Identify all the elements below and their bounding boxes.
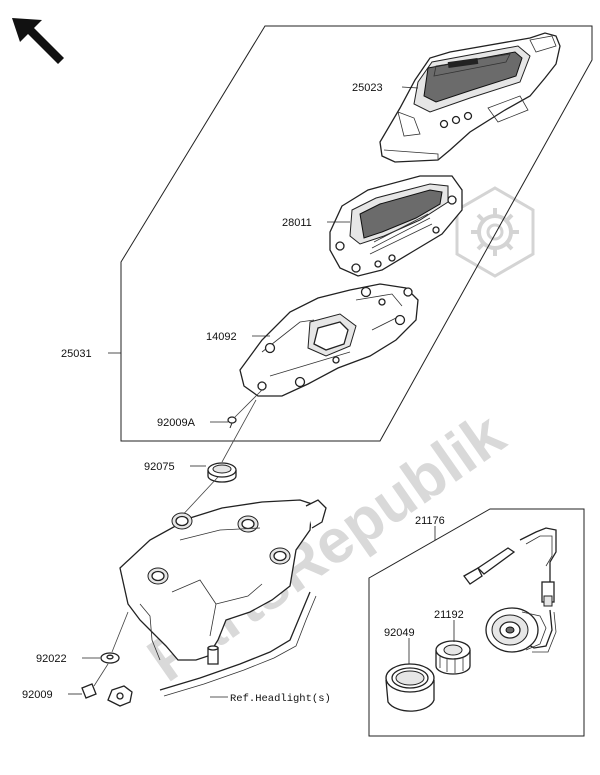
assembly-outline-21176 xyxy=(368,508,585,737)
meter-unit-part xyxy=(329,175,463,277)
washer-92022-part xyxy=(100,611,129,664)
label-92075: 92075 xyxy=(144,461,175,473)
meter-stay-bracket xyxy=(107,499,327,707)
label-25031: 25031 xyxy=(61,348,92,360)
part-labels: 25023 28011 25031 14092 92009A 92075 211… xyxy=(22,82,464,705)
grommet-92075-part xyxy=(177,399,257,521)
arrow-up-left-icon xyxy=(12,18,64,64)
label-21176: 21176 xyxy=(415,515,445,527)
label-92009a: 92009A xyxy=(157,417,196,429)
screw-92009a-part xyxy=(227,389,263,429)
leader-lines xyxy=(68,86,455,698)
label-92022: 92022 xyxy=(36,653,67,665)
label-14092: 14092 xyxy=(206,331,237,343)
gear-housing-part xyxy=(485,607,547,653)
gear-icon xyxy=(455,186,535,278)
meter-case-part xyxy=(239,283,419,397)
seal-92049-part xyxy=(385,663,435,712)
label-25023: 25023 xyxy=(352,82,383,94)
label-92049: 92049 xyxy=(384,627,415,639)
label-92009: 92009 xyxy=(22,689,53,701)
assembly-outline-25031 xyxy=(120,25,593,442)
label-ref-headlight: Ref.Headlight(s) xyxy=(230,693,331,705)
drive-gear-21192-part xyxy=(435,640,471,675)
meter-cover-part xyxy=(379,32,561,163)
bolt-92009-part xyxy=(81,663,109,699)
label-28011: 28011 xyxy=(282,217,312,229)
label-21192: 21192 xyxy=(434,609,464,621)
